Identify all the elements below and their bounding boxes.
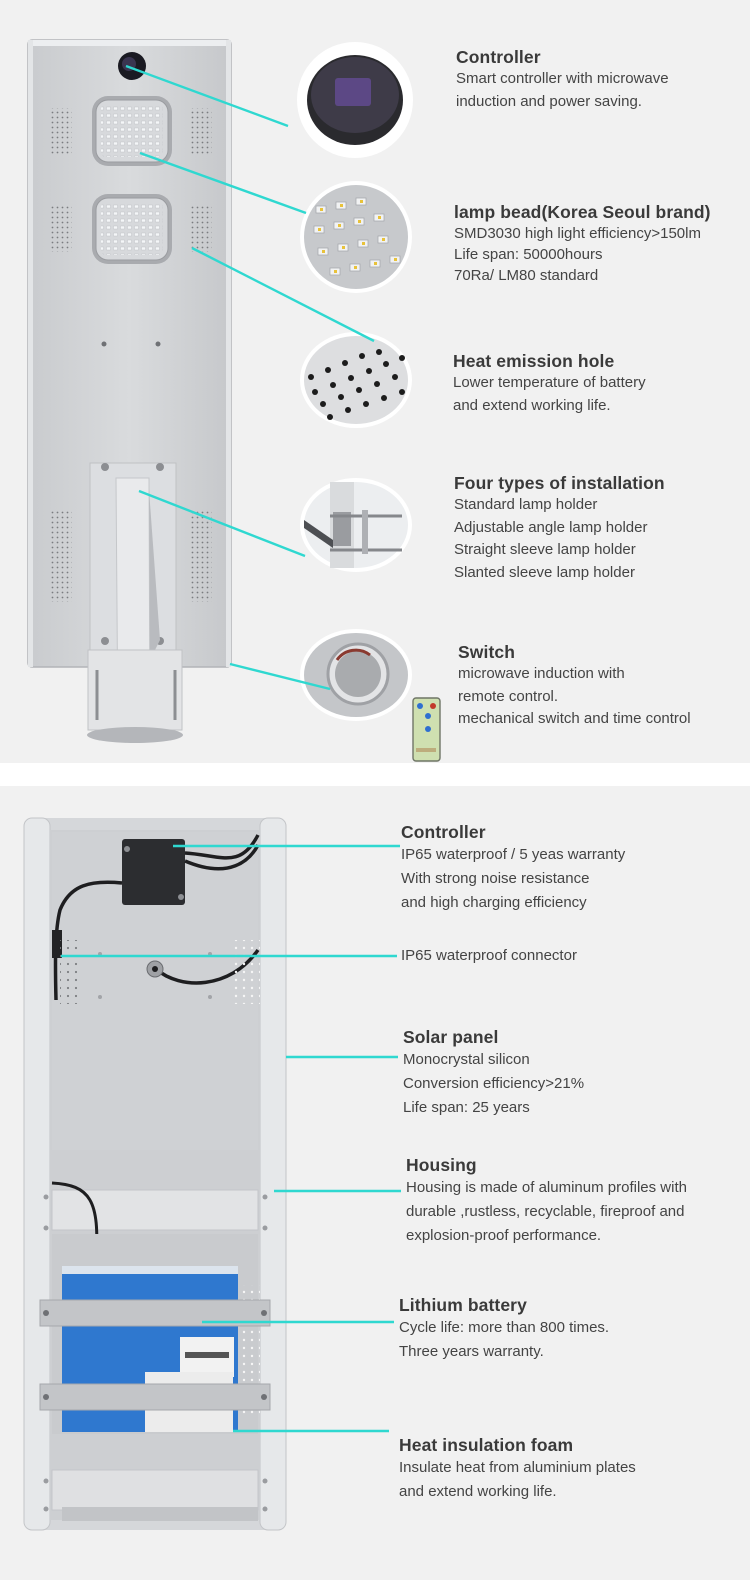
led-module-icon bbox=[92, 96, 172, 166]
callout-lithium-battery: Lithium battery Cycle life: more than 80… bbox=[399, 1294, 609, 1364]
callout-heat-emission-hole: Heat emission hole Lower temperature of … bbox=[453, 350, 646, 417]
callout-solar-panel: Solar panel Monocrystal silicon Conversi… bbox=[403, 1026, 584, 1120]
callout-line: Life span: 25 years bbox=[403, 1099, 530, 1116]
front-view-panel: Controller Smart controller with microwa… bbox=[0, 0, 750, 763]
callout-line: and high charging efficiency bbox=[401, 894, 587, 911]
callout-line: and extend working life. bbox=[453, 396, 611, 414]
callout-line: durable ,rustless, recyclable, fireproof… bbox=[406, 1203, 685, 1220]
remote-control-icon bbox=[412, 697, 441, 762]
callout-housing: Housing Housing is made of aluminum prof… bbox=[406, 1154, 687, 1248]
leader-lines bbox=[125, 64, 375, 691]
callout-title: Controller bbox=[456, 47, 541, 67]
callout-line: microwave induction with bbox=[458, 665, 625, 682]
callout-title: lamp bead(Korea Seoul brand) bbox=[454, 202, 711, 222]
callout-line: 70Ra/ LM80 standard bbox=[454, 267, 599, 284]
back-view-panel: Controller IP65 waterproof / 5 yeas warr… bbox=[0, 786, 750, 1580]
callout-installation-types: Four types of installation Standard lamp… bbox=[454, 472, 665, 584]
led-module-icon bbox=[92, 194, 172, 264]
vent-holes-icon bbox=[300, 332, 412, 428]
callout-line: remote control. bbox=[458, 687, 559, 705]
led-beads-icon bbox=[300, 181, 412, 293]
callout-line: Slanted sleeve lamp holder bbox=[454, 563, 635, 581]
street-light-front-illustration bbox=[27, 39, 441, 762]
callout-line: explosion-proof performance. bbox=[406, 1227, 602, 1244]
callout-line: IP65 waterproof / 5 yeas warranty bbox=[401, 846, 626, 863]
callout-line: and extend working life. bbox=[399, 1483, 557, 1500]
battery-straps bbox=[39, 1299, 271, 1411]
street-light-back-illustration bbox=[23, 817, 401, 1531]
callout-title: Housing bbox=[406, 1155, 477, 1175]
leader-lines bbox=[61, 844, 401, 1433]
callout-title: Heat insulation foam bbox=[399, 1435, 574, 1455]
callout-title: Heat emission hole bbox=[453, 351, 615, 371]
callout-line: Life span: 50000hours bbox=[454, 246, 603, 263]
callout-line: Smart controller with microwave bbox=[456, 70, 669, 87]
callout-controller-back: Controller IP65 waterproof / 5 yeas warr… bbox=[401, 821, 625, 915]
callout-heat-insulation-foam: Heat insulation foam Insulate heat from … bbox=[399, 1434, 636, 1504]
microwave-sensor-icon bbox=[118, 52, 146, 80]
callout-title: Four types of installation bbox=[454, 473, 665, 493]
callout-line: Straight sleeve lamp holder bbox=[454, 541, 636, 558]
controller-sensor-icon bbox=[297, 42, 413, 158]
controller-box bbox=[122, 839, 185, 905]
section-divider bbox=[0, 763, 750, 786]
callout-switch: Switch microwave induction with remote c… bbox=[458, 641, 691, 731]
callout-line: Conversion efficiency>21% bbox=[403, 1075, 585, 1092]
callout-line: Lower temperature of battery bbox=[453, 374, 646, 391]
callout-line: Three years warranty. bbox=[399, 1343, 544, 1360]
callout-line: Adjustable angle lamp holder bbox=[454, 518, 648, 536]
callout-controller: Controller Smart controller with microwa… bbox=[456, 46, 669, 113]
callout-line: IP65 waterproof connector bbox=[401, 947, 577, 964]
callout-title: Switch bbox=[458, 642, 515, 662]
mounting-bracket bbox=[87, 462, 183, 743]
callout-line: Cycle life: more than 800 times. bbox=[399, 1319, 610, 1336]
callout-line: Insulate heat from aluminium plates bbox=[399, 1459, 636, 1476]
callout-line: mechanical switch and time control bbox=[458, 710, 691, 727]
push-switch-icon bbox=[300, 629, 412, 721]
callout-title: Lithium battery bbox=[399, 1295, 527, 1315]
pole-bracket-icon bbox=[300, 478, 412, 572]
callout-line: Standard lamp holder bbox=[454, 496, 598, 513]
callout-line: SMD3030 high light efficiency>150lm bbox=[454, 225, 701, 242]
callout-line: induction and power saving. bbox=[456, 92, 642, 110]
callout-title: Solar panel bbox=[403, 1027, 499, 1047]
callout-lamp-bead: lamp bead(Korea Seoul brand) SMD3030 hig… bbox=[454, 201, 711, 286]
callout-waterproof-connector: IP65 waterproof connector bbox=[401, 944, 577, 968]
callout-title: Controller bbox=[401, 822, 486, 842]
waterproof-connector bbox=[52, 930, 62, 958]
lamp-body bbox=[27, 39, 232, 668]
callout-line: Monocrystal silicon bbox=[403, 1051, 530, 1068]
callout-line: With strong noise resistance bbox=[401, 870, 590, 887]
housing-crossbar bbox=[51, 1189, 259, 1231]
callout-line: Housing is made of aluminum profiles wit… bbox=[406, 1179, 687, 1196]
